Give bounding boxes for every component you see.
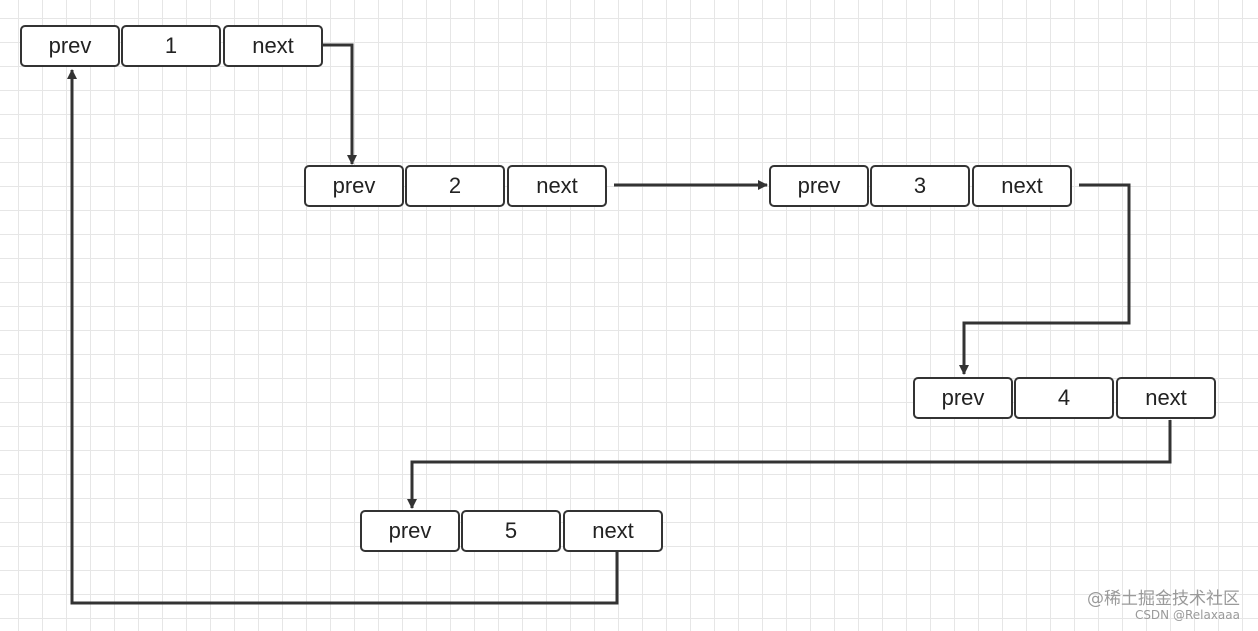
link-1-to-2 [320,43,357,165]
prev-pointer-cell: prev [913,377,1013,419]
prev-pointer-cell: prev [304,165,404,207]
node-value-cell: 1 [121,25,221,67]
node-value-cell: 4 [1014,377,1114,419]
list-node-3: prev 3 next [769,165,1072,207]
next-pointer-cell: next [223,25,323,67]
watermark: @稀土掘金技术社区 CSDN @Relaxaaa [1087,588,1240,623]
next-pointer-cell: next [563,510,663,552]
link-5-to-1 [67,69,619,605]
node-value-cell: 2 [405,165,505,207]
list-node-2: prev 2 next [304,165,607,207]
prev-pointer-cell: prev [360,510,460,552]
next-pointer-cell: next [507,165,607,207]
prev-pointer-cell: prev [769,165,869,207]
node-value-cell: 3 [870,165,970,207]
prev-pointer-cell: prev [20,25,120,67]
watermark-secondary: CSDN @Relaxaaa [1134,608,1240,623]
next-pointer-cell: next [972,165,1072,207]
watermark-primary: @稀土掘金技术社区 [1087,588,1240,609]
next-pointer-cell: next [1116,377,1216,419]
list-node-5: prev 5 next [360,510,663,552]
node-value-cell: 5 [461,510,561,552]
link-3-to-4 [959,183,1131,375]
link-4-to-5 [407,420,1172,509]
list-node-4: prev 4 next [913,377,1216,419]
list-node-1: prev 1 next [20,25,323,67]
